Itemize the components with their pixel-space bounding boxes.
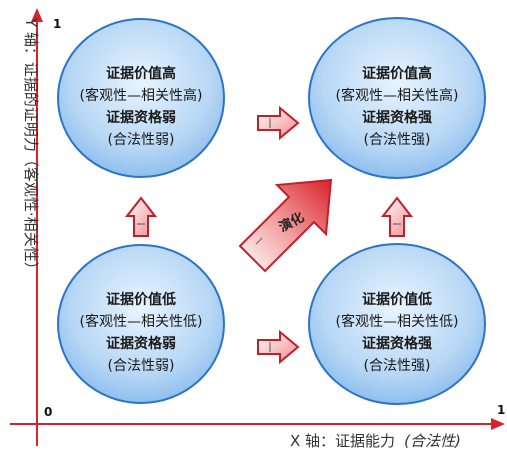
y-axis-max-label: 1 xyxy=(53,17,61,31)
qualification-label: 证据资格强 xyxy=(362,335,432,352)
qualification-detail: (合法性弱) xyxy=(108,358,175,374)
evolution-arrow: 演化 xyxy=(238,178,333,273)
value-label: 证据价值低 xyxy=(362,291,432,308)
qualification-label: 证据资格弱 xyxy=(106,335,176,352)
arrow-up-right xyxy=(380,196,414,237)
quadrant-bottom-right: 证据价值低 (客观性—相关性低) 证据资格强 (合法性强) xyxy=(308,243,486,405)
value-detail: (客观性—相关性低) xyxy=(80,313,203,330)
x-axis-label-paren: (合法性) xyxy=(404,432,461,450)
quadrant-top-left: 证据价值高 (客观性—相关性高) 证据资格弱 (合法性弱) xyxy=(57,18,225,178)
quadrant-bottom-left: 证据价值低 (客观性—相关性低) 证据资格弱 (合法性弱) xyxy=(57,244,225,404)
quadrant-top-right: 证据价值高 (客观性—相关性高) 证据资格强 (合法性强) xyxy=(308,17,486,179)
x-axis-label: X 轴：证据能力 (合法性) xyxy=(290,431,461,450)
x-axis-arrowhead xyxy=(491,418,505,430)
value-detail: (客观性—相关性低) xyxy=(336,313,459,330)
arrow-right-bottom xyxy=(257,329,300,365)
qualification-detail: (合法性弱) xyxy=(108,132,175,148)
y-axis-label: Y 轴：证据的证明力（客观性·相关性） xyxy=(22,17,40,277)
x-axis-label-main: X 轴：证据能力 xyxy=(290,432,395,450)
quadrant-ellipse xyxy=(57,18,225,178)
value-label: 证据价值低 xyxy=(106,291,176,308)
value-detail: (客观性—相关性高) xyxy=(80,87,203,104)
value-label: 证据价值高 xyxy=(106,65,176,82)
evolution-arrow-shape xyxy=(238,178,333,273)
quadrant-ellipse xyxy=(308,17,486,179)
y-axis-arrowhead xyxy=(31,8,43,22)
arrow-up-left xyxy=(124,196,158,237)
origin-label: 0 xyxy=(44,405,52,419)
quadrant-ellipse xyxy=(57,244,225,404)
qualification-label: 证据资格弱 xyxy=(106,109,176,126)
qualification-label: 证据资格强 xyxy=(362,109,432,126)
qualification-detail: (合法性强) xyxy=(364,358,431,374)
x-axis-max-label: 1 xyxy=(497,403,505,417)
value-label: 证据价值高 xyxy=(362,65,432,82)
arrow-right-top xyxy=(257,105,300,141)
qualification-detail: (合法性强) xyxy=(364,132,431,148)
axes: 1 0 1 Y 轴：证据的证明力（客观性·相关性） X 轴：证据能力 (合法性) xyxy=(10,8,505,450)
quadrant-ellipse xyxy=(308,243,486,405)
value-detail: (客观性—相关性高) xyxy=(336,87,459,104)
